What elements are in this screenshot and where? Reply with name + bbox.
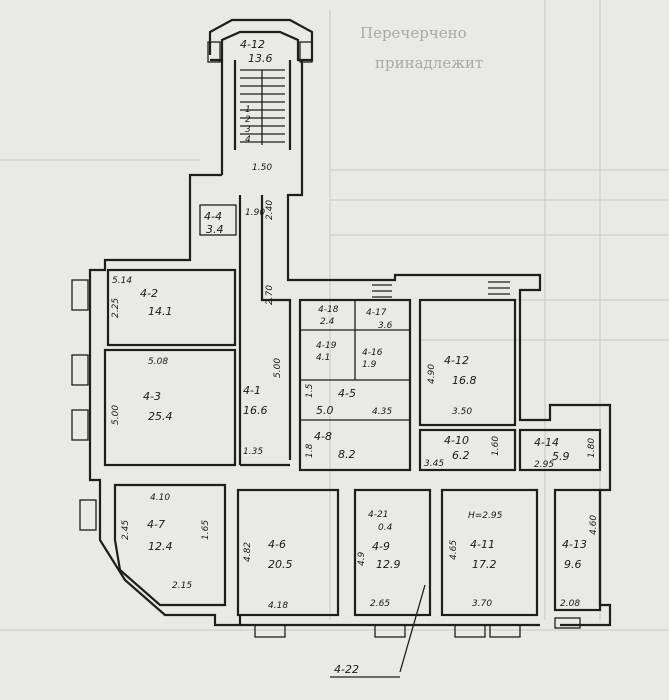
room-label-r5: 4-5 — [338, 387, 356, 400]
room-label-r8: 4-8 — [314, 430, 332, 443]
room-area-r14: 5.9 — [552, 450, 570, 463]
dim-label: H=2.95 — [468, 511, 503, 521]
callout: 4-22 — [330, 584, 426, 678]
dim-label: 4.9 — [357, 551, 367, 566]
dim-label: 1.60 — [491, 436, 501, 456]
dim-label: 2.65 — [370, 599, 390, 609]
room-label-r11: 4-11 — [470, 538, 495, 551]
room-label-r9: 4-9 — [372, 540, 390, 553]
room-area-r13: 9.6 — [564, 558, 582, 571]
dim-label: 2.08 — [560, 599, 580, 609]
room-label-r1: 4-1 — [243, 384, 261, 397]
dim-label: 1.8 — [305, 443, 315, 458]
stair-number-4: 4 — [245, 135, 251, 145]
dim-label: 4.82 — [243, 542, 253, 562]
dim-label: 4.18 — [268, 601, 288, 611]
dimension-labels: 1.50 1.90 2.40 2.70 5.14 2.25 5.08 5.00 … — [111, 163, 599, 611]
dim-label: 4.65 — [449, 540, 459, 560]
room-area-r9: 12.9 — [376, 558, 401, 571]
bg-text-2: принадлежит — [375, 54, 483, 72]
dim-label: 4.35 — [372, 407, 392, 417]
room-area-r17: 3.6 — [378, 321, 393, 331]
room-label-r13: 4-13 — [562, 538, 587, 551]
room-label-r7: 4-7 — [147, 518, 165, 531]
dim-label: 3.50 — [452, 407, 472, 417]
room-label-r18: 4-18 — [318, 305, 339, 315]
dim-label: 1.65 — [201, 520, 211, 540]
room-area-r11: 17.2 — [472, 558, 497, 571]
room-label-r12b: 4-12 — [444, 354, 469, 367]
room-area-r1: 16.6 — [243, 404, 268, 417]
room-area-r7: 12.4 — [148, 540, 173, 553]
room-label-r6: 4-6 — [268, 538, 286, 551]
dim-label: 1.35 — [243, 447, 263, 457]
dim-label: 5.14 — [112, 276, 132, 286]
dim-label: 1.80 — [587, 438, 597, 458]
room-area-r12b: 16.8 — [452, 374, 477, 387]
room-label-r10: 4-10 — [444, 434, 469, 447]
room-area-r12: 13.6 — [248, 52, 273, 65]
stair-number-3: 3 — [245, 125, 251, 135]
room-label-r14: 4-14 — [534, 436, 559, 449]
background-form: Перечерчено принадлежит — [0, 0, 669, 631]
callout-label: 4-22 — [334, 663, 359, 676]
room-label-r12: 4-12 — [240, 38, 265, 51]
dim-label: 4.10 — [150, 493, 170, 503]
dim-label: 3.70 — [472, 599, 492, 609]
dim-label: 2.25 — [111, 298, 121, 318]
dim-label: 1.50 — [252, 163, 272, 173]
room-area-r4: 3.4 — [206, 223, 224, 236]
walls — [88, 18, 612, 627]
dim-label: 2.70 — [265, 285, 275, 305]
room-area-r18: 2.4 — [320, 317, 335, 327]
room-label-r3: 4-3 — [143, 390, 161, 403]
room-label-r16: 4-16 — [362, 348, 383, 358]
dim-label: 2.40 — [265, 200, 275, 220]
dim-label: 1.5 — [305, 383, 315, 398]
dim-label: 4.90 — [427, 364, 437, 384]
dim-label: 4.60 — [589, 515, 599, 535]
dim-label: 5.08 — [148, 357, 168, 367]
room-area-r5: 5.0 — [316, 404, 334, 417]
room-area-r21: 0.4 — [378, 523, 393, 533]
room-area-r6: 20.5 — [268, 558, 293, 571]
dim-label: 2.15 — [172, 581, 192, 591]
room-area-r16: 1.9 — [362, 360, 377, 370]
stairs: 1 2 3 4 — [240, 69, 510, 298]
room-area-r3: 25.4 — [148, 410, 173, 423]
stair-number-2: 2 — [245, 115, 251, 125]
room-area-r10: 6.2 — [452, 449, 470, 462]
room-area-r8: 8.2 — [338, 448, 356, 461]
dim-label: 5.00 — [273, 358, 283, 378]
room-labels: 4-12 13.6 4-4 3.4 4-2 14.1 4-3 25.4 4-1 … — [140, 38, 587, 571]
stair-number-1: 1 — [245, 105, 251, 115]
room-label-r17: 4-17 — [366, 308, 387, 318]
room-label-r21: 4-21 — [368, 510, 388, 520]
dim-label: 1.90 — [245, 208, 265, 218]
dim-label: 2.95 — [534, 460, 554, 470]
room-area-r19: 4.1 — [316, 353, 330, 363]
room-label-r4: 4-4 — [204, 210, 222, 223]
dim-label: 2.45 — [121, 520, 131, 540]
room-area-r2: 14.1 — [148, 305, 173, 318]
dim-label: 3.45 — [424, 459, 444, 469]
room-label-r19: 4-19 — [316, 341, 337, 351]
windows — [71, 41, 581, 638]
bg-text-1: Перечерчено — [360, 24, 467, 42]
room-label-r2: 4-2 — [140, 287, 158, 300]
dim-label: 5.00 — [111, 405, 121, 425]
